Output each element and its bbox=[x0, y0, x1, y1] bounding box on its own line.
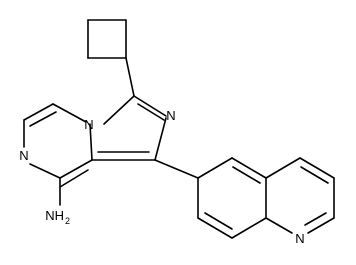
bond bbox=[265, 217, 293, 234]
pyrazine-ring bbox=[23, 103, 93, 188]
atom-amine-subscript: 2 bbox=[65, 216, 70, 226]
quinoline-benzo-ring bbox=[197, 157, 267, 239]
bond bbox=[307, 217, 335, 234]
bond bbox=[89, 123, 93, 161]
bond bbox=[133, 95, 167, 117]
bond bbox=[265, 157, 301, 179]
bond bbox=[232, 166, 261, 184]
bond bbox=[23, 103, 54, 121]
bond bbox=[197, 157, 233, 179]
quinoline-pyridine-ring bbox=[265, 157, 335, 234]
atom-n-pyrazine: N bbox=[19, 148, 28, 163]
bond bbox=[154, 117, 167, 161]
bond bbox=[231, 157, 267, 179]
bond bbox=[52, 103, 87, 123]
bond bbox=[197, 217, 233, 239]
bond bbox=[29, 111, 57, 127]
bond-cyclobutyl-imidazole bbox=[125, 57, 135, 97]
bond bbox=[231, 217, 267, 239]
amine-group-label: NH 2 bbox=[45, 208, 70, 226]
bond bbox=[29, 163, 61, 179]
bond bbox=[204, 212, 233, 230]
bond bbox=[137, 103, 165, 121]
bond bbox=[300, 166, 329, 184]
bond bbox=[59, 159, 93, 179]
bond bbox=[103, 95, 135, 125]
atom-n-quinoline: N bbox=[295, 231, 304, 246]
atom-n-imidazole: N bbox=[166, 108, 175, 123]
bond bbox=[299, 157, 335, 179]
cyclobutyl-ring bbox=[87, 19, 127, 59]
atom-n-bridgehead: N bbox=[84, 117, 93, 132]
atom-amine: NH bbox=[45, 208, 64, 223]
imidazole-ring bbox=[89, 95, 167, 161]
bond bbox=[59, 169, 89, 188]
bond bbox=[304, 212, 327, 226]
bond-quinoline-link bbox=[154, 159, 199, 179]
